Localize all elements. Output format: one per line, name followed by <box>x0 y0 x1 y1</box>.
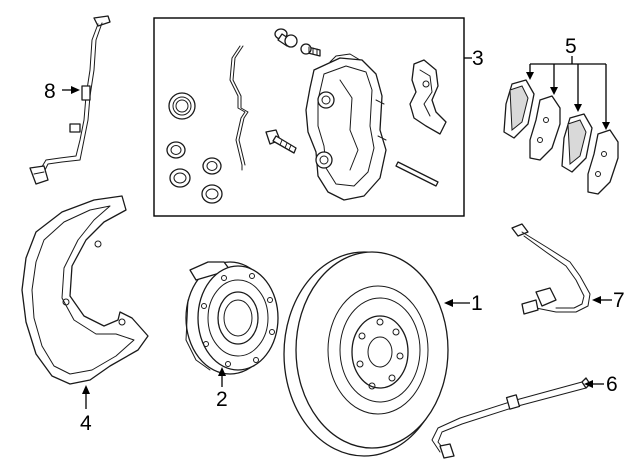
callout-8: 8 <box>44 80 56 103</box>
pad-wear-sensor <box>511 223 591 315</box>
brake-rotor <box>283 251 449 457</box>
piston-seals-small <box>166 141 223 204</box>
piston-seal-large <box>168 92 196 120</box>
caliper-body <box>305 53 387 201</box>
callout-5: 5 <box>565 35 577 58</box>
guide-pin <box>395 161 439 187</box>
caliper-bolt <box>265 129 297 154</box>
callout-3: 3 <box>472 47 484 70</box>
guide-pin-spring <box>229 45 249 171</box>
callout-2: 2 <box>216 388 228 411</box>
wheel-hub <box>185 261 279 375</box>
brake-pads <box>503 79 619 195</box>
pad-retaining-clip <box>409 59 447 135</box>
splash-shield <box>21 195 149 385</box>
callout-7: 7 <box>613 289 625 312</box>
callout-4: 4 <box>80 412 92 435</box>
caliper-kit-box <box>153 17 465 217</box>
callout-1: 1 <box>471 292 483 315</box>
abs-wheel-speed-sensor <box>29 15 111 185</box>
callout-6: 6 <box>606 373 618 396</box>
brake-hose <box>431 377 591 459</box>
bleeder-caps <box>274 28 321 57</box>
